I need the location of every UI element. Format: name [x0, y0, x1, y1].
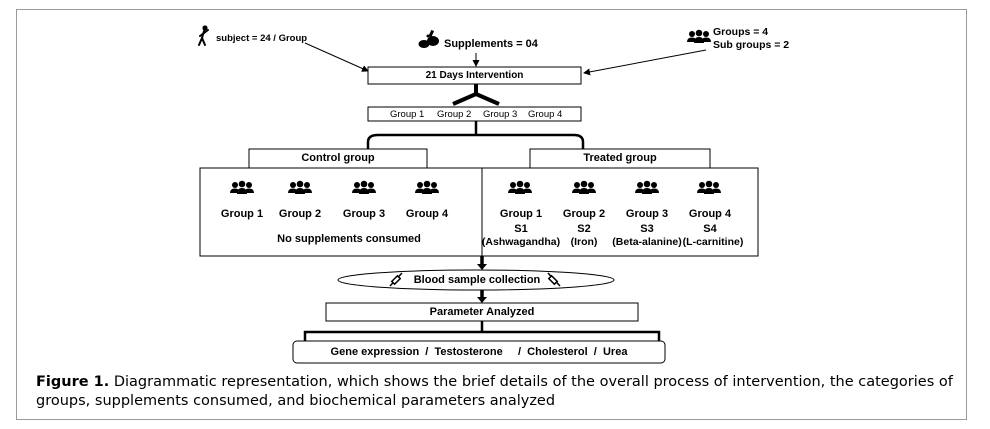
- intervention-label: 21 Days Intervention: [425, 70, 524, 81]
- people-icon-control-3: [352, 180, 376, 194]
- blood-sample-label: Blood sample collection: [413, 274, 541, 286]
- treated-group-1-name: (Ashwagandha): [481, 236, 561, 248]
- control-group-1-label: Group 1: [220, 208, 264, 220]
- people-group-icon: [687, 29, 711, 43]
- treated-group-4-name: (L-carnitine): [682, 236, 744, 248]
- supplements-icon: [418, 29, 439, 48]
- treated-group-1-code: S1: [514, 223, 528, 235]
- no-supplements-note: No supplements consumed: [277, 233, 421, 245]
- caption-label: Figure 1.: [36, 374, 110, 390]
- treated-group-2-name: (Iron): [570, 236, 598, 248]
- treated-group-3-code: S3: [640, 223, 654, 235]
- parameters-list-box: [292, 340, 666, 364]
- subject-label: subject = 24 / Group: [216, 33, 308, 44]
- parameters-list-label: Gene expression / Testosterone / Cholest…: [330, 346, 628, 358]
- group-bar-item-2: Group 2: [437, 109, 472, 120]
- caption-text: Diagrammatic representation, which shows…: [36, 374, 953, 409]
- people-icon-control-1: [230, 180, 254, 194]
- groups-label: Groups = 4: [713, 26, 769, 38]
- groups-box: [199, 167, 759, 257]
- people-icon-control-4: [415, 180, 439, 194]
- control-group-header: Control group: [301, 152, 375, 164]
- treated-group-4-label: Group 4: [688, 208, 732, 220]
- people-icon-treated-4: [697, 180, 721, 194]
- people-icon-treated-2: [572, 180, 596, 194]
- group-bar-box: [367, 106, 582, 122]
- treated-group-2-label: Group 2: [562, 208, 606, 220]
- group-bar-item-1: Group 1: [390, 109, 425, 120]
- figure-frame: [16, 9, 967, 420]
- people-icon-treated-3: [635, 180, 659, 194]
- parameter-analyzed-label: Parameter Analyzed: [429, 306, 535, 318]
- blood-sample-ellipse: [337, 269, 615, 291]
- people-icon-treated-1: [508, 180, 532, 194]
- group-bar-item-4: Group 4: [528, 109, 563, 120]
- supplements-label: Supplements = 04: [444, 38, 538, 50]
- figure-caption: Figure 1. Diagrammatic representation, w…: [36, 373, 956, 411]
- subgroups-label: Sub groups = 2: [713, 39, 790, 51]
- treated-group-4-code: S4: [703, 223, 717, 235]
- group-bar-item-3: Group 3: [483, 109, 518, 120]
- treated-group-2-code: S2: [577, 223, 591, 235]
- walking-person-icon: [198, 25, 209, 46]
- control-group-2-label: Group 2: [278, 208, 322, 220]
- treated-group-3-label: Group 3: [625, 208, 669, 220]
- treated-group-header: Treated group: [583, 152, 657, 164]
- people-icon-control-2: [288, 180, 312, 194]
- treated-group-1-label: Group 1: [499, 208, 543, 220]
- control-group-3-label: Group 3: [342, 208, 386, 220]
- treated-group-3-name: (Beta-alanine): [612, 236, 682, 248]
- control-group-4-label: Group 4: [405, 208, 449, 220]
- syringe-icon: [389, 272, 561, 287]
